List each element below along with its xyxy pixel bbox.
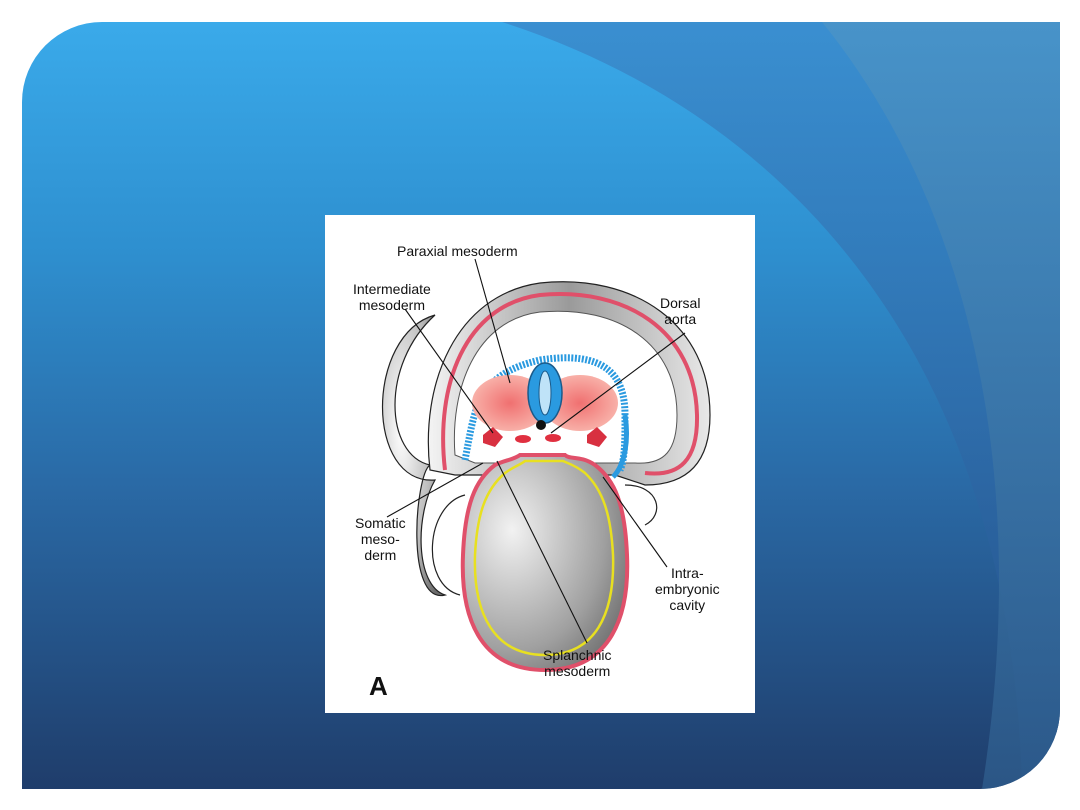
label-intra-line1: Intra- [670, 565, 704, 581]
embryo-cross-section-figure: Paraxial mesoderm Intermediate mesoderm … [325, 215, 755, 713]
label-intraembryonic-cavity: Intra- embryonic cavity [655, 565, 720, 613]
intermediate-mesoderm-right [587, 427, 607, 447]
label-somatic-line1: Somatic [355, 515, 406, 531]
endoderm-lining [473, 459, 615, 657]
label-intermediate-line2: mesoderm [358, 297, 425, 313]
label-paraxial-mesoderm: Paraxial mesoderm [397, 243, 518, 259]
label-splanchnic-mesoderm: Splanchnic mesoderm [543, 647, 612, 679]
label-dorsal-aorta: Dorsal aorta [660, 295, 700, 327]
slide-background-swoosh [502, 22, 1060, 789]
lower-body-right [624, 484, 658, 526]
notochord [536, 420, 546, 430]
label-intermediate-mesoderm: Intermediate mesoderm [353, 281, 431, 313]
label-somatic-line3: derm [364, 547, 397, 563]
label-splanchnic-line2: mesoderm [544, 663, 611, 679]
label-dorsal-line1: Dorsal [660, 295, 701, 311]
label-intermediate-line1: Intermediate [353, 281, 431, 297]
dome-mesoderm-line [441, 292, 700, 476]
neural-tube-lumen [538, 370, 552, 416]
lateral-ectoderm [611, 414, 629, 479]
label-somatic-mesoderm: Somatic meso- derm [355, 515, 406, 563]
dorsal-aorta-right [545, 434, 561, 442]
label-somatic-line2: meso- [360, 531, 400, 547]
label-intra-line2: embryonic [655, 581, 720, 597]
label-splanchnic-line1: Splanchnic [543, 647, 612, 663]
label-dorsal-line2: aorta [664, 311, 697, 327]
lower-body-left [431, 494, 466, 596]
yolk-sac [460, 453, 630, 673]
panel-letter: A [369, 671, 388, 701]
label-intra-line3: cavity [669, 597, 706, 613]
embryo-diagram [381, 258, 711, 673]
leader-lines [386, 258, 686, 644]
intermediate-mesoderm-left [483, 427, 503, 447]
dorsal-aorta-left [515, 435, 531, 443]
outer-body-shell [381, 314, 448, 596]
